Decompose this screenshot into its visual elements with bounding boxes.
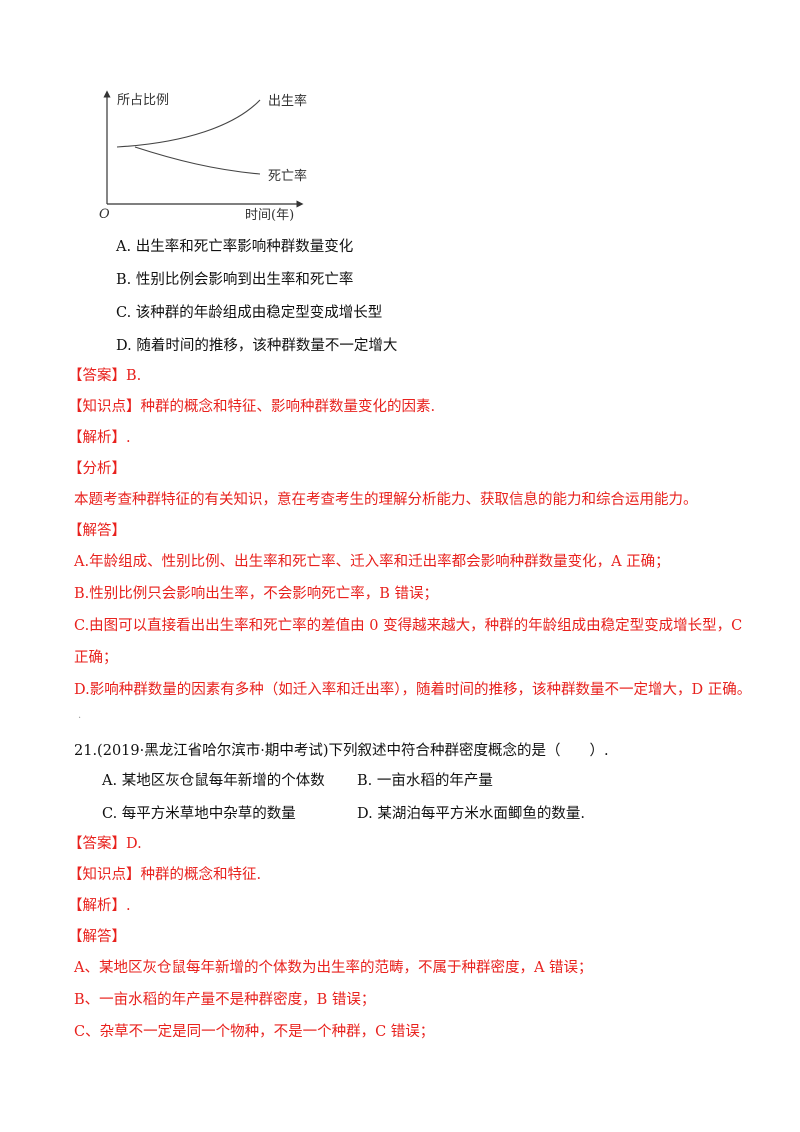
q21-option-a: A. 某地区灰仓鼠每年新增的个体数 <box>102 773 325 789</box>
series-death-rate-line <box>134 146 261 175</box>
q21-option-d: D. 某湖泊每平方米水面鲫鱼的数量. <box>357 806 585 822</box>
series-birth-rate-label: 出生率 <box>268 93 307 109</box>
q20-jieda-line-d: D.影响种群数量的因素有多种（如迁入率和迁出率），随着时间的推移，该种群数量不一… <box>74 682 752 698</box>
population-rate-chart: 所占比例 O 时间(年) 出生率 死亡率 <box>99 90 307 223</box>
q21-question: 21.(2019·黑龙江省哈尔滨市·期中考试)下列叙述中符合种群密度概念的是（ … <box>74 743 609 759</box>
q20-jieda-line-a: A.年龄组成、性别比例、出生率和死亡率、迁入率和迁出率都会影响种群数量变化，A … <box>74 554 670 570</box>
q21-jieda-line-c: C、杂草不一定是同一个物种，不是一个种群，C 错误； <box>74 1024 435 1040</box>
q20-analysis-label: 【解析】. <box>68 430 131 446</box>
q21-analysis-label: 【解析】. <box>68 898 131 914</box>
series-birth-rate-line <box>116 99 261 148</box>
q20-jieda-line-c-cont: 正确； <box>74 650 118 666</box>
q20-knowledge-point: 【知识点】种群的概念和特征、影响种群数量变化的因素. <box>68 399 436 415</box>
stray-dot: . <box>78 710 82 721</box>
y-axis-label: 所占比例 <box>117 93 169 108</box>
q21-option-c: C. 每平方米草地中杂草的数量 <box>102 806 296 822</box>
x-axis-label: 时间(年) <box>245 208 294 223</box>
q21-option-b: B. 一亩水稻的年产量 <box>357 773 493 789</box>
q20-option-a: A. 出生率和死亡率影响种群数量变化 <box>116 239 354 255</box>
q20-option-d: D. 随着时间的推移，该种群数量不一定增大 <box>116 338 398 354</box>
q20-option-b: B. 性别比例会影响到出生率和死亡率 <box>116 272 354 288</box>
q20-jieda-heading: 【解答】 <box>68 523 126 539</box>
series-death-rate-label: 死亡率 <box>268 168 307 184</box>
q21-jieda-line-b: B、一亩水稻的年产量不是种群密度，B 错误； <box>74 992 376 1008</box>
q20-jieda-line-b: B.性别比例只会影响出生率，不会影响死亡率，B 错误； <box>74 586 439 602</box>
q21-knowledge-point: 【知识点】种群的概念和特征. <box>68 867 262 883</box>
q20-fenxi-heading: 【分析】 <box>68 461 126 477</box>
q20-answer: 【答案】B. <box>68 368 142 384</box>
q20-option-c: C. 该种群的年龄组成由稳定型变成增长型 <box>116 305 383 321</box>
q21-jieda-heading: 【解答】 <box>68 929 126 945</box>
q20-fenxi-text: 本题考查种群特征的有关知识，意在考查考生的理解分析能力、获取信息的能力和综合运用… <box>74 492 698 508</box>
q21-answer: 【答案】D. <box>68 836 142 852</box>
q21-jieda-line-a: A、某地区灰仓鼠每年新增的个体数为出生率的范畴，不属于种群密度，A 错误； <box>74 960 593 976</box>
q20-jieda-line-c: C.由图可以直接看出出生率和死亡率的差值由 0 变得越来越大，种群的年龄组成由稳… <box>74 618 743 634</box>
origin-label: O <box>99 207 110 222</box>
